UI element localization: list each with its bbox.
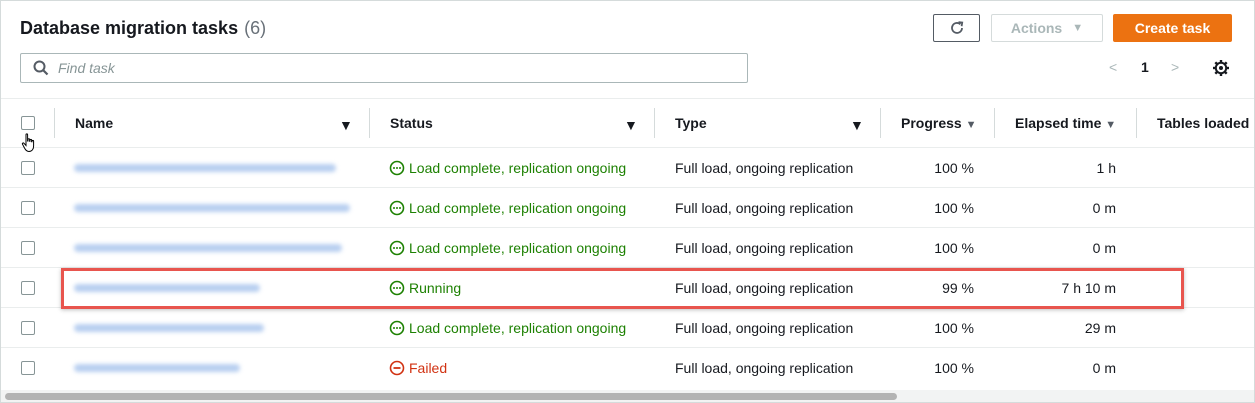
status-text: Load complete, replication ongoing: [409, 200, 627, 216]
hand-cursor-icon: [21, 133, 35, 153]
column-header-progress[interactable]: Progress ▼: [901, 115, 976, 131]
column-header-name[interactable]: Name: [75, 115, 113, 131]
type-cell: Full load, ongoing replication: [675, 160, 854, 176]
status-in-progress-icon: [389, 240, 405, 256]
refresh-button[interactable]: [933, 14, 980, 42]
progress-cell: 100 %: [934, 240, 974, 256]
column-header-tables-loaded-label: Tables loaded: [1157, 115, 1250, 131]
sort-name-icon[interactable]: ▼: [339, 117, 353, 133]
status-text: Load complete, replication ongoing: [409, 320, 627, 336]
row-divider: [1, 147, 1254, 148]
column-separator: [994, 108, 995, 138]
row-checkbox[interactable]: [21, 241, 35, 255]
row-divider: [1, 187, 1254, 188]
sort-type-icon[interactable]: ▼: [850, 117, 864, 133]
elapsed-time-cell: 29 m: [1084, 320, 1116, 336]
previous-page-button[interactable]: <: [1109, 59, 1118, 75]
refresh-icon: [950, 21, 963, 34]
type-cell: Full load, ongoing replication: [675, 200, 854, 216]
column-separator: [369, 108, 370, 138]
elapsed-time-cell: 7 h 10 m: [1061, 280, 1116, 296]
progress-cell: 100 %: [934, 160, 974, 176]
task-name-link[interactable]: [74, 164, 336, 172]
progress-cell: 100 %: [934, 360, 974, 376]
status-cell: Load complete, replication ongoing: [389, 200, 626, 216]
search-box[interactable]: [20, 53, 748, 83]
status-cell: Running: [389, 280, 461, 296]
status-in-progress-icon: [389, 200, 405, 216]
next-page-button[interactable]: >: [1171, 59, 1180, 75]
elapsed-time-cell: 0 m: [1092, 200, 1116, 216]
status-cell: Load complete, replication ongoing: [389, 320, 626, 336]
page-title: Database migration tasks(6): [20, 18, 266, 39]
column-header-progress-label: Progress: [901, 115, 962, 131]
status-in-progress-icon: [389, 160, 405, 176]
status-cell: Load complete, replication ongoing: [389, 240, 626, 256]
status-in-progress-icon: [389, 280, 405, 296]
status-cell: Load complete, replication ongoing: [389, 160, 626, 176]
type-cell: Full load, ongoing replication: [675, 360, 854, 376]
caret-down-icon: ▼: [1072, 22, 1084, 34]
column-separator: [880, 108, 881, 138]
header-divider: [1, 98, 1254, 99]
sort-elapsed-icon[interactable]: ▼: [1105, 119, 1117, 131]
type-cell: Full load, ongoing replication: [675, 280, 854, 296]
column-separator: [1136, 108, 1137, 138]
row-checkbox[interactable]: [21, 321, 35, 335]
row-checkbox[interactable]: [21, 161, 35, 175]
column-header-name-label: Name: [75, 115, 114, 131]
row-checkbox[interactable]: [21, 201, 35, 215]
column-header-type[interactable]: Type: [675, 115, 707, 131]
elapsed-time-cell: 0 m: [1092, 360, 1116, 376]
status-cell: Failed: [389, 360, 447, 376]
task-name-link[interactable]: [74, 284, 260, 292]
search-icon: [33, 60, 49, 76]
row-divider: [1, 267, 1254, 268]
progress-cell: 100 %: [934, 200, 974, 216]
column-header-elapsed-time[interactable]: Elapsed time ▼: [1015, 115, 1116, 131]
column-header-status[interactable]: Status: [390, 115, 433, 131]
column-separator: [54, 108, 55, 138]
type-cell: Full load, ongoing replication: [675, 240, 854, 256]
gear-icon[interactable]: [1212, 59, 1230, 77]
column-header-status-label: Status: [390, 115, 433, 131]
progress-cell: 99 %: [942, 280, 974, 296]
sort-progress-icon[interactable]: ▼: [965, 119, 977, 131]
column-header-elapsed-label: Elapsed time: [1015, 115, 1102, 131]
row-divider: [1, 227, 1254, 228]
create-task-button[interactable]: Create task: [1113, 14, 1232, 42]
select-all-checkbox[interactable]: [21, 116, 35, 130]
column-header-type-label: Type: [675, 115, 707, 131]
current-page-number[interactable]: 1: [1141, 59, 1149, 75]
task-name-link[interactable]: [74, 324, 264, 332]
type-cell: Full load, ongoing replication: [675, 320, 854, 336]
column-header-tables-loaded[interactable]: Tables loaded: [1157, 115, 1249, 131]
elapsed-time-cell: 0 m: [1092, 240, 1116, 256]
task-name-link[interactable]: [74, 244, 342, 252]
status-error-icon: [389, 360, 405, 376]
actions-label: Actions: [1010, 20, 1063, 36]
status-text: Load complete, replication ongoing: [409, 240, 627, 256]
row-highlight-annotation: [61, 268, 1184, 309]
row-checkbox[interactable]: [21, 281, 35, 295]
column-separator: [654, 108, 655, 138]
horizontal-scrollbar-thumb[interactable]: [5, 393, 897, 400]
elapsed-time-cell: 1 h: [1096, 160, 1116, 176]
status-text: Running: [409, 280, 462, 296]
row-divider: [1, 347, 1254, 348]
task-name-link[interactable]: [74, 204, 350, 212]
status-in-progress-icon: [389, 320, 405, 336]
task-name-link[interactable]: [74, 364, 240, 372]
status-text: Failed: [409, 360, 448, 376]
task-count: (6): [244, 18, 267, 38]
search-input[interactable]: [56, 59, 710, 77]
status-text: Load complete, replication ongoing: [409, 160, 627, 176]
sort-status-icon[interactable]: ▼: [624, 117, 638, 133]
page-title-text: Database migration tasks: [20, 18, 239, 38]
row-checkbox[interactable]: [21, 361, 35, 375]
actions-dropdown[interactable]: Actions ▼: [991, 14, 1103, 42]
progress-cell: 100 %: [934, 320, 974, 336]
